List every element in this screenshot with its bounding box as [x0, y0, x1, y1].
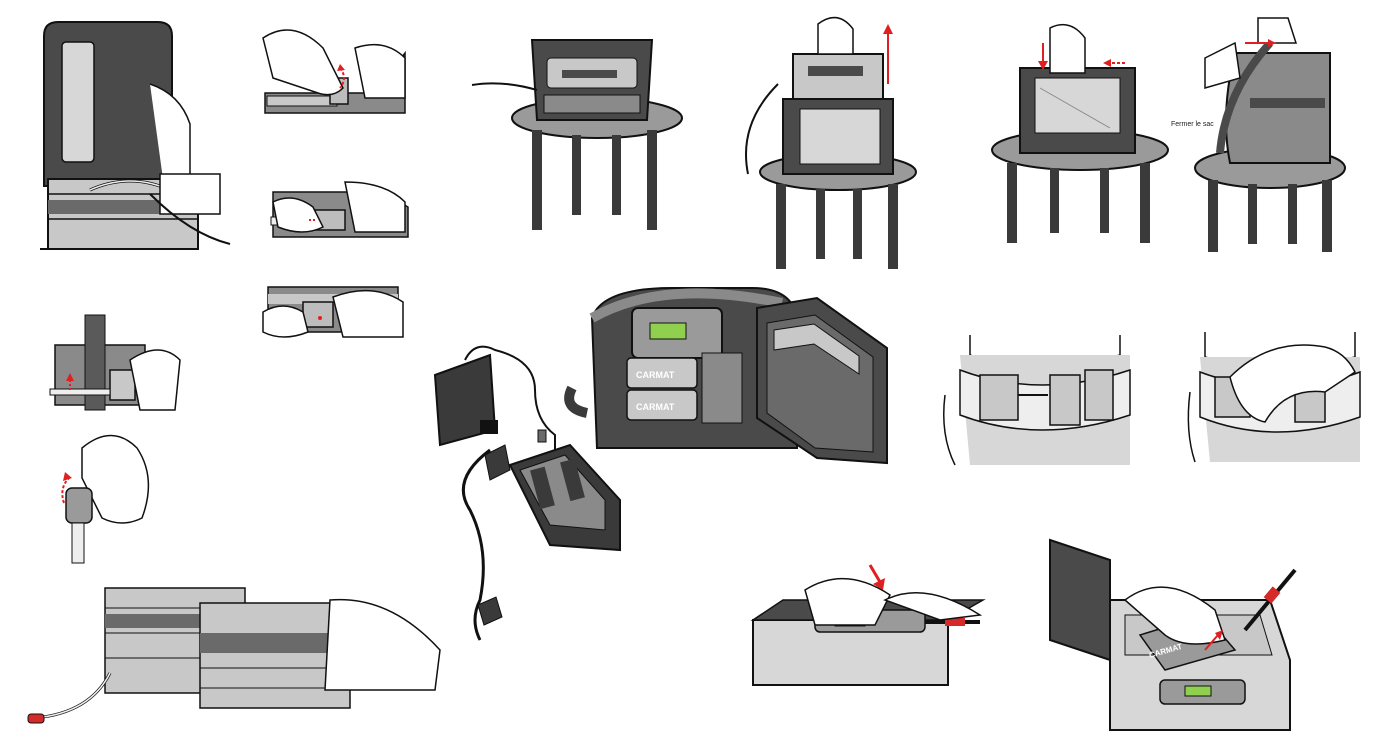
illustration-close-bag — [1190, 8, 1350, 253]
illustration-battery-insert: CARMAT — [1030, 538, 1320, 738]
illustration-tray-controller — [745, 560, 990, 690]
illustration-connector-step-2 — [265, 172, 415, 244]
illustration-waist-belt — [940, 335, 1135, 466]
brand-label-battery-1: CARMAT — [636, 370, 675, 380]
illustration-bag-open-controller — [30, 14, 245, 259]
brand-label-battery-2: CARMAT — [636, 402, 675, 412]
illustration-belt-cable — [49, 314, 185, 420]
illustration-bag-on-table — [471, 30, 697, 235]
illustration-belts-assembly — [20, 578, 441, 738]
illustration-connector-press — [52, 428, 152, 564]
illustration-connector-step-3 — [258, 272, 413, 347]
illustration-insert-controller — [985, 18, 1175, 248]
illustration-lift-controller — [738, 14, 933, 269]
caption-close-bag: Fermer le sac — [1171, 121, 1214, 128]
illustration-connector-step-1 — [255, 8, 415, 128]
illustration-waist-belt-hands — [1180, 332, 1370, 463]
illustration-bag-contents: CARMAT CARMAT — [562, 278, 892, 473]
illustration-charger-cable — [430, 330, 630, 641]
